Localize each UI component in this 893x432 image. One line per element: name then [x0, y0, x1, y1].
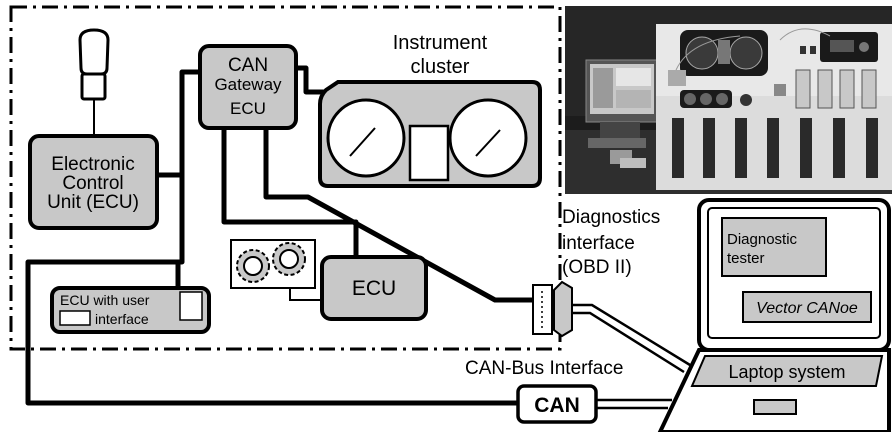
vector-canoe-label: Vector CANoe [756, 300, 858, 317]
can-gateway-ecu-box [198, 44, 298, 130]
laptop-trackpad [753, 399, 797, 415]
diagnostic-tester-box [721, 217, 827, 277]
vehicle-boundary [9, 5, 562, 351]
gateway-label-line-2: Gateway [214, 75, 282, 94]
gears-icon [230, 239, 316, 289]
can-interface-label: CAN [534, 394, 580, 417]
ecu-with-user-interface: ECU with user interface [50, 286, 211, 334]
can-interface-box [516, 384, 598, 424]
bus-wires [25, 65, 533, 406]
tachometer-gauge [448, 98, 528, 178]
laptop-icon: Diagnostic tester Vector CANoe Laptop sy… [657, 198, 891, 432]
ecu-ui-screen [179, 291, 203, 321]
instrument-cluster-label-line-2: cluster [411, 56, 470, 78]
ecu-label-line-3: Unit (ECU) [47, 192, 139, 213]
diagnostics-interface-line-2: interface [562, 233, 635, 254]
vector-canoe-box [742, 291, 872, 323]
obd-connector-icon [532, 280, 573, 338]
cluster-display [408, 124, 450, 182]
gateway-label-line-3: ECU [230, 99, 266, 118]
laptop-system-label: Laptop system [728, 362, 845, 382]
ecu-ui-label-line-2: interface [95, 311, 149, 327]
laptop-keyboard-area [690, 355, 884, 387]
can-bus-interface-label: CAN-Bus Interface [465, 358, 623, 379]
ecu-box [320, 255, 428, 321]
ecu-label-line-1: Electronic [51, 154, 134, 175]
laptop-cables [572, 303, 691, 410]
diagnostic-tester-line-2: tester [727, 250, 765, 267]
diagnostics-interface-line-3: (OBD II) [562, 257, 632, 278]
electronic-control-unit-box [28, 134, 159, 230]
test-bench-photo [565, 6, 892, 194]
instrument-cluster [318, 80, 542, 188]
gateway-label-line-1: CAN [228, 55, 268, 76]
ecu-box-label: ECU [352, 277, 396, 300]
instrument-cluster-label-line-1: Instrument [393, 32, 488, 54]
diagnostic-tester-line-1: Diagnostic [727, 231, 798, 248]
diagnostics-interface-line-1: Diagnostics [562, 207, 660, 228]
ecu-label-line-2: Control [62, 173, 123, 194]
ecu-ui-label-line-1: ECU with user [60, 292, 150, 308]
ecu-ui-display [59, 310, 91, 326]
gears-wire [289, 288, 322, 301]
car-key-icon [78, 28, 110, 101]
